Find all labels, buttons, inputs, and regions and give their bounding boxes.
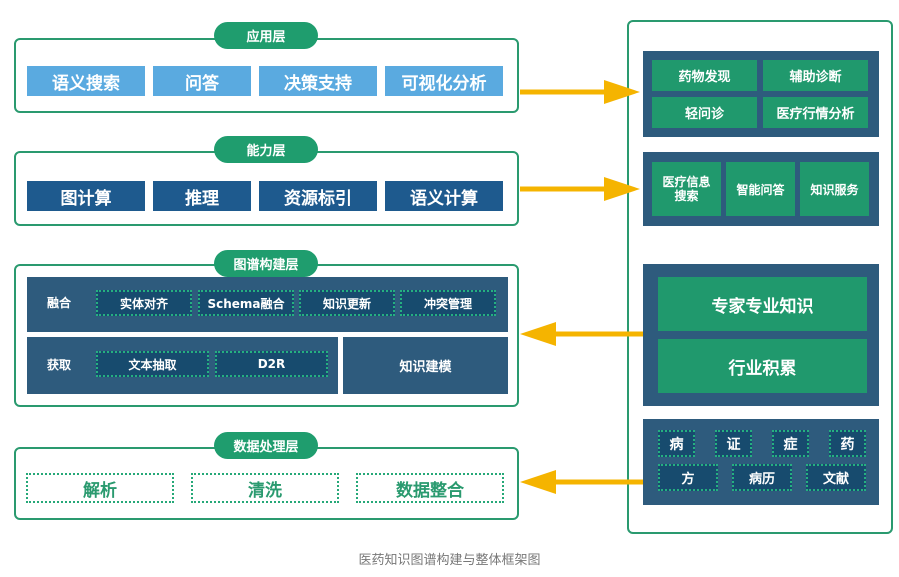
arrow-knowledge-to-left-head — [520, 322, 556, 346]
graph-build-layer-title: 图谱构建层 — [214, 250, 318, 277]
fusion-item-conflict-management: 冲突管理 — [400, 290, 496, 316]
knowledge-modeling-panel: 知识建模 — [343, 337, 508, 394]
arrow-data-to-left-head — [520, 470, 556, 494]
right-service-smart-qa: 智能问答 — [726, 162, 795, 216]
cap-item-semantic-compute: 语义计算 — [385, 181, 503, 211]
dp-item-clean: 清洗 — [191, 473, 339, 503]
app-item-visual-analysis: 可视化分析 — [385, 66, 503, 96]
right-app-drug-discovery: 药物发现 — [652, 60, 757, 91]
right-app-market-analysis: 医疗行情分析 — [763, 97, 868, 128]
figure-caption: 医药知识图谱构建与整体框架图 — [358, 553, 541, 568]
right-data-syndrome: 证 — [715, 430, 752, 457]
acquire-item-text-extraction: 文本抽取 — [96, 351, 209, 377]
data-processing-layer-title: 数据处理层 — [214, 432, 318, 459]
cap-item-reasoning: 推理 — [153, 181, 251, 211]
app-item-qa: 问答 — [153, 66, 251, 96]
acquire-label: 获取 — [47, 358, 72, 372]
right-expert-knowledge: 专家专业知识 — [658, 277, 867, 331]
fusion-item-entity-alignment: 实体对齐 — [96, 290, 192, 316]
right-data-symptom: 症 — [772, 430, 809, 457]
right-app-light-consultation: 轻问诊 — [652, 97, 757, 128]
dp-item-parse: 解析 — [26, 473, 174, 503]
fusion-label: 融合 — [47, 296, 72, 310]
cap-item-graph-compute: 图计算 — [27, 181, 145, 211]
right-data-literature: 文献 — [806, 464, 866, 491]
right-data-prescription: 方 — [658, 464, 718, 491]
acquire-item-d2r: D2R — [215, 351, 328, 377]
right-data-medicine: 药 — [829, 430, 866, 457]
right-industry-accumulation: 行业积累 — [658, 339, 867, 393]
fusion-item-schema-fusion: Schema融合 — [198, 290, 294, 316]
arrow-app-to-right-head — [604, 80, 640, 104]
application-layer-title: 应用层 — [214, 22, 318, 49]
right-service-medical-search: 医疗信息搜索 — [652, 162, 721, 216]
right-app-assisted-diagnosis: 辅助诊断 — [763, 60, 868, 91]
dp-item-integrate: 数据整合 — [356, 473, 504, 503]
capability-layer-title: 能力层 — [214, 136, 318, 163]
right-service-knowledge-service: 知识服务 — [800, 162, 869, 216]
arrow-cap-to-right-head — [604, 177, 640, 201]
cap-item-resource-indexing: 资源标引 — [259, 181, 377, 211]
app-item-semantic-search: 语义搜索 — [27, 66, 145, 96]
fusion-item-knowledge-update: 知识更新 — [299, 290, 395, 316]
right-data-medical-record: 病历 — [732, 464, 792, 491]
app-item-decision-support: 决策支持 — [259, 66, 377, 96]
right-data-disease: 病 — [658, 430, 695, 457]
